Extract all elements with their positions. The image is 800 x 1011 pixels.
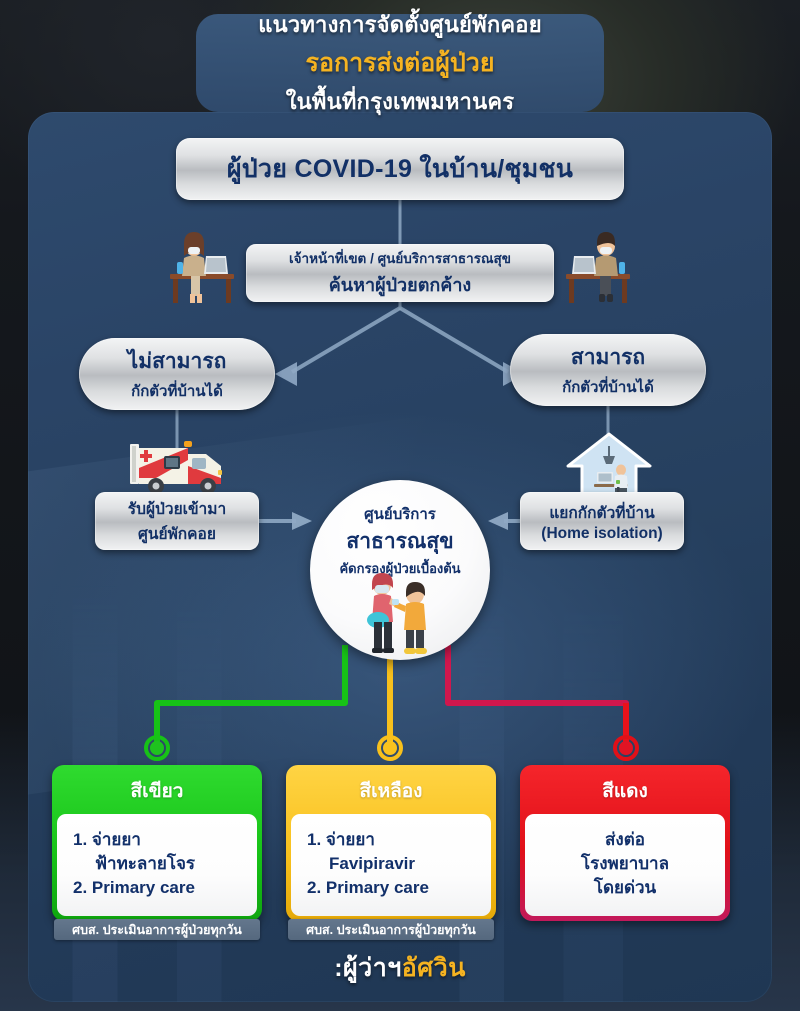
category-yellow-line-2: Favipiravir bbox=[329, 854, 415, 874]
category-red-line-2: โรงพยาบาล bbox=[580, 854, 670, 874]
shelter-line-1: รับผู้ป่วยเข้ามา bbox=[127, 501, 227, 518]
category-red-line-3: โดยด่วน bbox=[593, 878, 657, 898]
governor-logo: :ผู้ว่าฯอัศวิน bbox=[0, 948, 800, 988]
shelter-intake-card: รับผู้ป่วยเข้ามา ศูนย์พักคอย bbox=[95, 492, 259, 550]
category-red-header: สีแดง bbox=[602, 781, 648, 802]
category-yellow-line-3: 2. Primary care bbox=[307, 878, 429, 898]
center-line-2: สาธารณสุข bbox=[346, 530, 454, 553]
branch-right-line-1: สามารถ bbox=[570, 346, 646, 369]
category-box-red[interactable]: สีแดง ส่งต่อ โรงพยาบาล โดยด่วน bbox=[520, 765, 730, 922]
category-green-line-3: 2. Primary care bbox=[73, 878, 195, 898]
category-green-header: สีเขียว bbox=[130, 781, 184, 802]
branch-can-isolate: สามารถ กักตัวที่บ้านได้ bbox=[510, 334, 706, 406]
desk-worker-male-icon bbox=[566, 232, 630, 303]
title-line-1: แนวทางการจัดตั้งศูนย์พักคอย bbox=[258, 12, 542, 37]
screening-center-node: ศูนย์บริการ สาธารณสุข คัดกรองผู้ป่วยเบื้… bbox=[310, 480, 490, 660]
house-isolation-icon bbox=[566, 432, 652, 504]
logo-name: อัศวิน bbox=[401, 954, 466, 982]
patient-group-banner: ผู้ป่วย COVID-19 ในบ้าน/ชุมชน bbox=[176, 138, 624, 200]
logo-prefix: :ผู้ว่าฯ bbox=[334, 954, 402, 982]
category-yellow-footer: ศบส. ประเมินอาการผู้ป่วยทุกวัน bbox=[288, 919, 494, 940]
branch-cannot-isolate: ไม่สามารถ กักตัวที่บ้านได้ bbox=[79, 338, 275, 410]
page-title: แนวทางการจัดตั้งศูนย์พักคอย รอการส่งต่อผ… bbox=[196, 12, 604, 114]
title-line-3: ในพื้นที่กรุงเทพมหานคร bbox=[285, 89, 515, 114]
category-red-line-1: ส่งต่อ bbox=[605, 830, 645, 849]
branch-left-line-1: ไม่สามารถ bbox=[127, 350, 227, 373]
category-yellow-header: สีเหลือง bbox=[359, 781, 423, 802]
category-green-line-2: ฟ้าทะลายโจร bbox=[95, 854, 196, 874]
staff-line-2: ค้นหาผู้ป่วยตกค้าง bbox=[328, 275, 472, 295]
category-box-yellow[interactable]: สีเหลือง 1. จ่ายยา Favipiravir 2. Primar… bbox=[286, 765, 496, 922]
category-green-footer: ศบส. ประเมินอาการผู้ป่วยทุกวัน bbox=[54, 919, 260, 940]
home-isolation-card: แยกกักตัวที่บ้าน (Home isolation) bbox=[520, 492, 684, 550]
branch-right-line-2: กักตัวที่บ้านได้ bbox=[562, 379, 654, 396]
category-green-line-1: 1. จ่ายยา bbox=[73, 830, 141, 849]
category-yellow-body: 1. จ่ายยา Favipiravir 2. Primary care bbox=[291, 814, 491, 917]
patient-group-label: ผู้ป่วย COVID-19 ในบ้าน/ชุมชน bbox=[226, 155, 574, 183]
category-yellow-line-1: 1. จ่ายยา bbox=[307, 830, 375, 849]
staff-line-1: เจ้าหน้าที่เขต / ศูนย์บริการสาธารณสุข bbox=[289, 251, 511, 266]
category-red-body: ส่งต่อ โรงพยาบาล โดยด่วน bbox=[525, 814, 725, 917]
center-line-1: ศูนย์บริการ bbox=[364, 506, 436, 523]
title-line-2: รอการส่งต่อผู้ป่วย bbox=[305, 49, 495, 77]
screening-people-icon bbox=[367, 573, 427, 654]
home-line-1: แยกกักตัวที่บ้าน bbox=[549, 504, 655, 522]
desk-worker-female-icon bbox=[170, 232, 234, 303]
category-box-green[interactable]: สีเขียว 1. จ่ายยา ฟ้าทะลายโจร 2. Primary… bbox=[52, 765, 262, 922]
staff-search-box: เจ้าหน้าที่เขต / ศูนย์บริการสาธารณสุข ค้… bbox=[246, 244, 554, 302]
center-line-3: คัดกรองผู้ป่วยเบื้องต้น bbox=[339, 561, 461, 576]
shelter-line-2: ศูนย์พักคอย bbox=[138, 526, 216, 543]
home-line-2: (Home isolation) bbox=[541, 524, 663, 542]
ambulance-icon bbox=[130, 441, 222, 494]
category-green-body: 1. จ่ายยา ฟ้าทะลายโจร 2. Primary care bbox=[57, 814, 257, 917]
branch-left-line-2: กักตัวที่บ้านได้ bbox=[131, 383, 223, 400]
